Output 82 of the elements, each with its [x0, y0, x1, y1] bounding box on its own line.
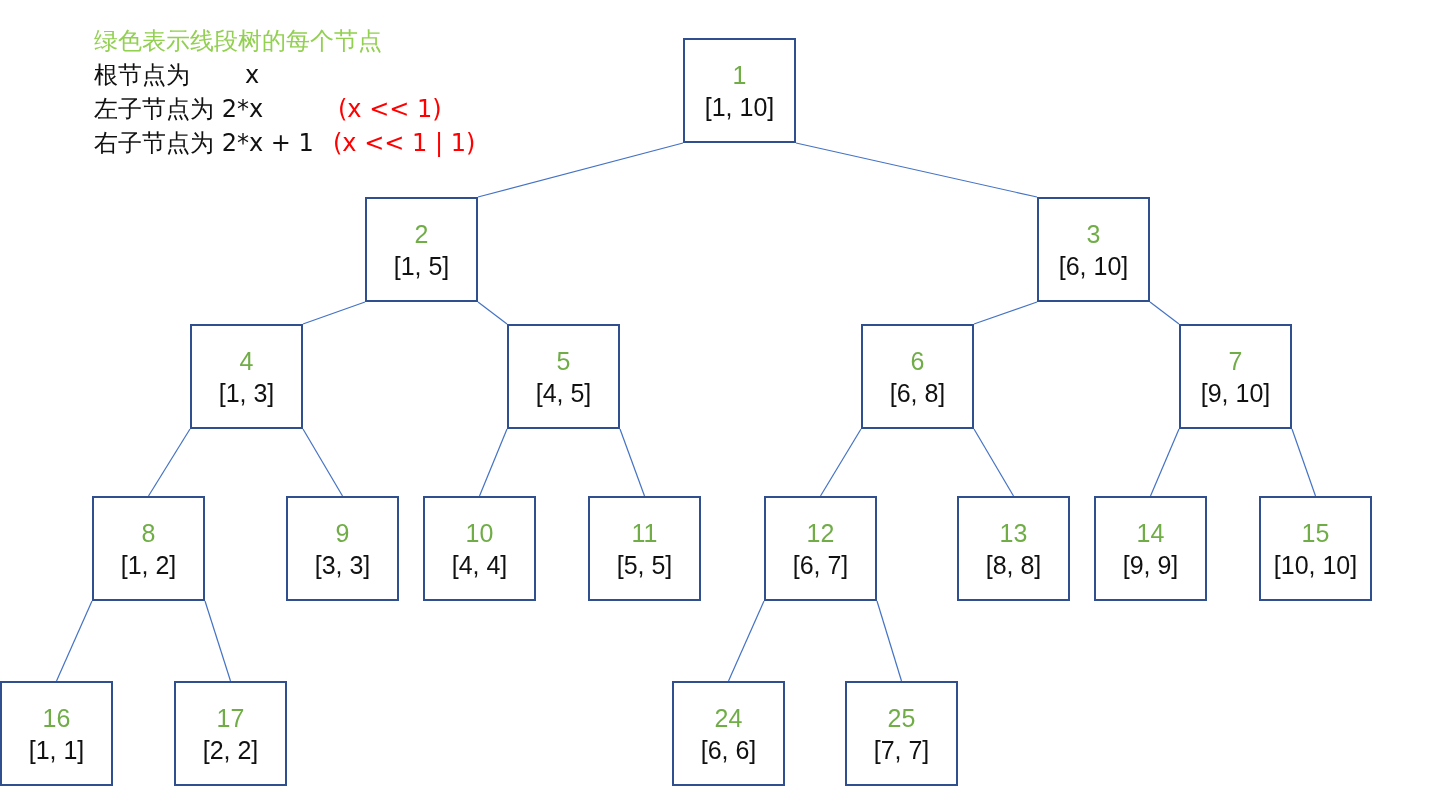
bit-operation-text: (x << 1 | 1) — [333, 128, 476, 158]
tree-node-box — [190, 324, 303, 429]
tree-edge-line — [302, 428, 344, 497]
node-interval: [7, 7] — [873, 734, 930, 766]
node-index: 5 — [556, 345, 571, 377]
node-interval: [6, 8] — [889, 377, 946, 409]
node-interval: [10, 10] — [1273, 549, 1358, 581]
node-index: 11 — [631, 517, 658, 549]
node-interval: [4, 5] — [535, 377, 592, 409]
node-interval: [5, 5] — [616, 549, 673, 581]
node-index: 15 — [1301, 517, 1330, 549]
node-index: 17 — [216, 702, 245, 734]
tree-edge-line — [876, 600, 903, 682]
tree-edge-line — [973, 428, 1015, 497]
tree-edge-line — [819, 428, 862, 497]
node-index: 13 — [999, 517, 1028, 549]
node-interval: [6, 6] — [700, 734, 757, 766]
tree-node-box — [92, 496, 205, 601]
tree-node-box — [174, 681, 287, 786]
node-interval: [8, 8] — [985, 549, 1042, 581]
node-index: 12 — [806, 517, 835, 549]
formula-text: x — [245, 60, 260, 90]
tree-edge-line — [973, 301, 1038, 325]
tree-node-box — [507, 324, 620, 429]
node-index: 6 — [910, 345, 925, 377]
node-index: 7 — [1228, 345, 1243, 377]
tree-edge-line — [477, 142, 684, 198]
tree-edge-line — [1149, 428, 1180, 497]
tree-edge-line — [477, 301, 508, 325]
tree-node-box — [588, 496, 701, 601]
tree-edge-line — [302, 301, 366, 325]
formula-text: 右子节点为 2*x + 1 — [94, 128, 314, 158]
node-interval: [1, 2] — [120, 549, 177, 581]
node-index: 16 — [42, 702, 71, 734]
node-interval: [1, 10] — [704, 91, 775, 123]
tree-node-box — [365, 197, 478, 302]
tree-node-box — [845, 681, 958, 786]
tree-node-box — [0, 681, 113, 786]
tree-node-box — [861, 324, 974, 429]
node-index: 3 — [1086, 218, 1101, 250]
tree-edge-line — [147, 428, 191, 497]
node-index: 14 — [1136, 517, 1165, 549]
node-index: 25 — [887, 702, 916, 734]
tree-edge-line — [478, 428, 508, 497]
tree-node-box — [672, 681, 785, 786]
node-index: 24 — [714, 702, 743, 734]
legend-note: 绿色表示线段树的每个节点 — [94, 26, 382, 56]
tree-node-box — [683, 38, 796, 143]
tree-edge-line — [1149, 301, 1180, 325]
node-interval: [9, 10] — [1200, 377, 1271, 409]
tree-node-box — [1259, 496, 1372, 601]
tree-edge-line — [619, 428, 646, 497]
node-interval: [4, 4] — [451, 549, 508, 581]
node-interval: [1, 5] — [393, 250, 450, 282]
node-index: 2 — [414, 218, 429, 250]
tree-edge-line — [1291, 428, 1317, 497]
tree-node-box — [423, 496, 536, 601]
node-index: 8 — [141, 517, 156, 549]
tree-edge-line — [795, 142, 1038, 198]
tree-node-box — [957, 496, 1070, 601]
node-interval: [3, 3] — [314, 549, 371, 581]
node-interval: [1, 1] — [28, 734, 85, 766]
node-index: 1 — [732, 59, 747, 91]
node-index: 10 — [465, 517, 494, 549]
node-index: 4 — [239, 345, 254, 377]
tree-node-box — [1179, 324, 1292, 429]
tree-edge-line — [55, 600, 93, 682]
tree-node-box — [764, 496, 877, 601]
node-interval: [6, 10] — [1058, 250, 1129, 282]
node-interval: [1, 3] — [218, 377, 275, 409]
node-interval: [6, 7] — [792, 549, 849, 581]
tree-edge-line — [727, 600, 765, 682]
formula-text: 根节点为 — [94, 60, 190, 90]
node-interval: [2, 2] — [202, 734, 259, 766]
tree-node-box — [1094, 496, 1207, 601]
tree-node-box — [1037, 197, 1150, 302]
node-interval: [9, 9] — [1122, 549, 1179, 581]
tree-node-box — [286, 496, 399, 601]
tree-edge-line — [204, 600, 232, 682]
formula-text: 左子节点为 2*x — [94, 94, 264, 124]
node-index: 9 — [335, 517, 350, 549]
bit-operation-text: (x << 1) — [338, 94, 442, 124]
